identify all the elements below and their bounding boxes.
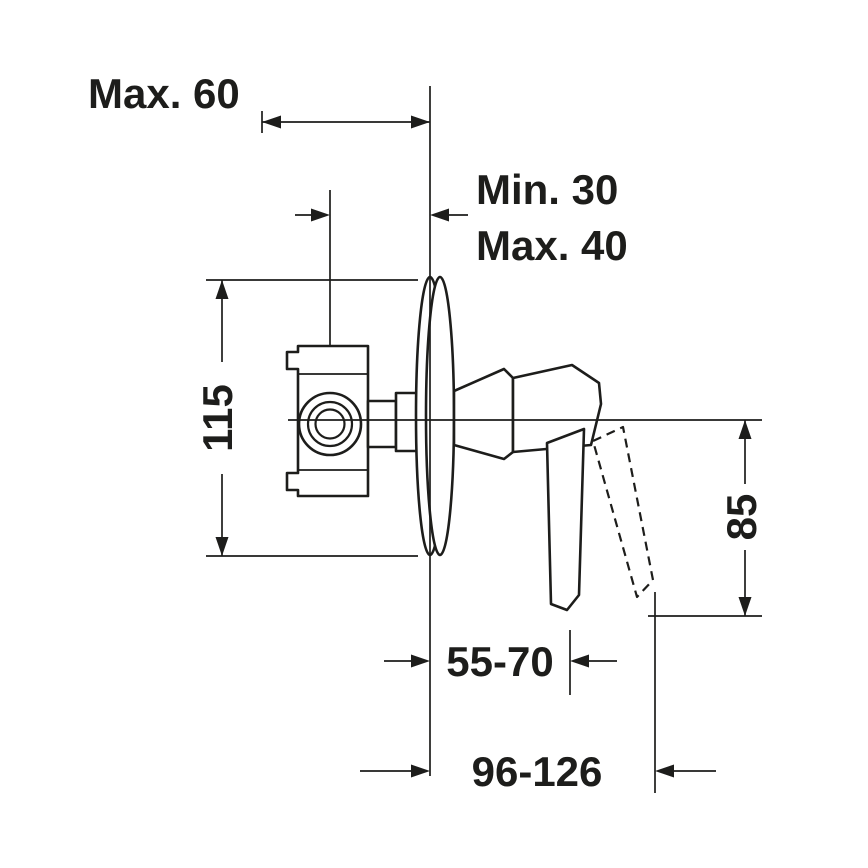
label-max-wall: Max. 40 bbox=[476, 222, 628, 269]
label-lever-projection: 85 bbox=[718, 494, 765, 541]
lever-handle-alt-position bbox=[591, 425, 655, 599]
label-min-wall: Min. 30 bbox=[476, 166, 618, 213]
label-rosette-height: 115 bbox=[194, 384, 241, 452]
dimension-handle-offset bbox=[384, 630, 617, 695]
dimension-total-projection bbox=[360, 592, 716, 793]
lever-handle bbox=[511, 363, 603, 612]
dimension-lever-projection bbox=[648, 420, 762, 617]
dimension-rosette-height bbox=[206, 279, 418, 557]
dimension-labels: Max. 60 Min. 30 Max. 40 115 85 55-70 96-… bbox=[88, 70, 765, 795]
valve-stem bbox=[366, 391, 424, 453]
label-total-projection: 96-126 bbox=[472, 748, 603, 795]
valve-body bbox=[452, 367, 515, 461]
label-handle-offset: 55-70 bbox=[446, 638, 553, 685]
rosette bbox=[414, 275, 456, 557]
dimension-max-depth bbox=[261, 111, 430, 133]
label-max-depth: Max. 60 bbox=[88, 70, 240, 117]
reference-lines bbox=[288, 86, 762, 776]
dimension-wall-distance bbox=[295, 208, 468, 222]
supply-connection-circles bbox=[297, 391, 363, 457]
